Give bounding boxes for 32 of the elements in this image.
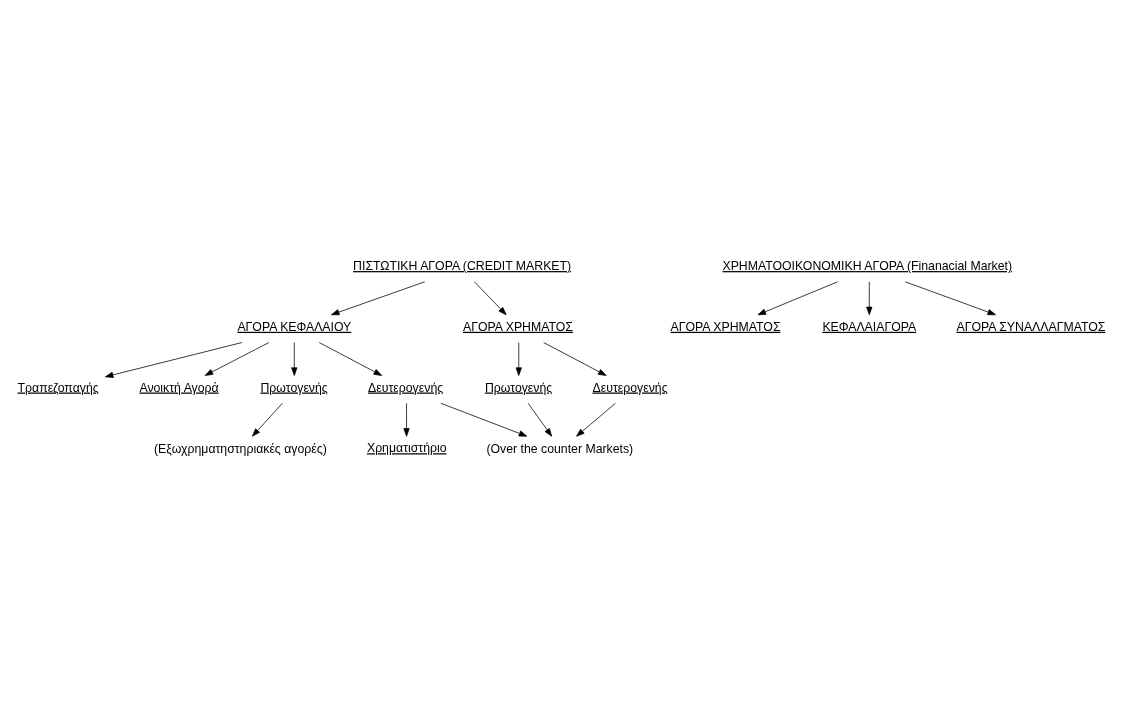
node-text: ΑΓΟΡΑ ΧΡΗΜΑΤΟΣ <box>670 319 781 334</box>
node-text: ΧΡΗΜΑΤΟΟΙΚΟΝΟΜΙΚΗ ΑΓΟΡΑ (Finanacial Market) <box>722 258 1013 273</box>
arrow <box>515 341 522 376</box>
arrow <box>527 402 553 437</box>
node-text: ΑΓΟΡΑ ΧΡΗΜΑΤΟΣ <box>463 319 573 334</box>
arrow <box>866 280 873 315</box>
arrow <box>576 402 616 437</box>
node-text: Χρηματιστήριο <box>366 440 447 455</box>
node-text: (Over the counter Markets) <box>486 441 634 456</box>
node-text: ΚΕΦΑΛΑΙΑΓΟΡΑ <box>822 319 917 334</box>
node-text: Ανοικτή Αγορά <box>139 380 219 395</box>
arrow <box>440 402 528 437</box>
node-text: Τραπεζοπαγής <box>17 380 99 395</box>
node-text: (Εξωχρηματηστηριακές αγορές) <box>154 441 327 456</box>
node-text: Πρωτογενής <box>260 380 328 395</box>
arrow <box>252 402 283 437</box>
arrow <box>543 341 607 376</box>
arrow <box>904 280 996 315</box>
node-text: Πρωτογενής <box>484 380 553 395</box>
arrow <box>204 341 270 376</box>
node-text: ΑΓΟΡΑ ΚΕΦΑΛΑΙΟΥ <box>237 319 352 334</box>
arrow <box>318 341 383 376</box>
node-text: ΠΙΣΤΩΤΙΚΗ ΑΓΟΡΑ (CREDIT MARKET) <box>353 258 572 273</box>
node-text: Δευτερογενής <box>592 380 668 395</box>
arrow <box>104 341 243 378</box>
arrow <box>403 402 410 437</box>
arrow <box>331 280 426 315</box>
arrow <box>474 280 507 315</box>
node-text: Δευτερογενής <box>368 380 444 395</box>
node-text: ΑΓΟΡΑ ΣΥΝΑΛΛΑΓΜΑΤΟΣ <box>956 319 1106 334</box>
arrow <box>757 280 838 315</box>
arrow <box>291 341 298 376</box>
